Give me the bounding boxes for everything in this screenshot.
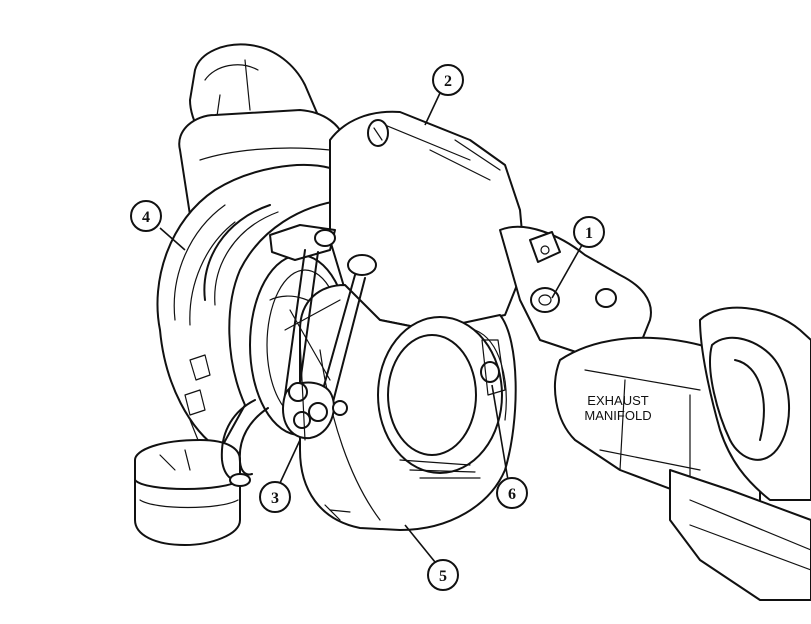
callout-3-label: 3 [271, 490, 279, 507]
callout-5: 5 [427, 559, 459, 591]
leader-4 [159, 227, 186, 251]
callout-1: 1 [573, 216, 605, 248]
compressor-inlet-housing [134, 163, 346, 546]
callout-2-label: 2 [444, 73, 452, 90]
callout-3: 3 [259, 481, 291, 513]
callout-4: 4 [130, 200, 162, 232]
turbine-volute [299, 284, 517, 531]
leader-6 [491, 384, 509, 481]
callout-6-label: 6 [508, 486, 516, 503]
leader-2 [424, 92, 441, 126]
oil-hose [220, 399, 269, 487]
callout-leaders [159, 92, 583, 563]
center-housing [329, 110, 526, 331]
wastegate-linkage [269, 224, 377, 441]
callout-4-label: 4 [142, 209, 150, 226]
manifold-label-line2: MANIFOLD [584, 408, 651, 423]
callout-6: 6 [496, 477, 528, 509]
manifold-label-line1: EXHAUST [587, 393, 648, 408]
callout-2: 2 [432, 64, 464, 96]
callout-1-label: 1 [585, 225, 593, 242]
leader-1 [551, 244, 583, 299]
leader-3 [279, 439, 301, 484]
exhaust-manifold-label: EXHAUST MANIFOLD [584, 393, 651, 423]
clamp-band [184, 204, 279, 441]
leader-5 [404, 524, 436, 563]
callout-5-label: 5 [439, 568, 447, 585]
exhaust-manifold [554, 306, 811, 601]
